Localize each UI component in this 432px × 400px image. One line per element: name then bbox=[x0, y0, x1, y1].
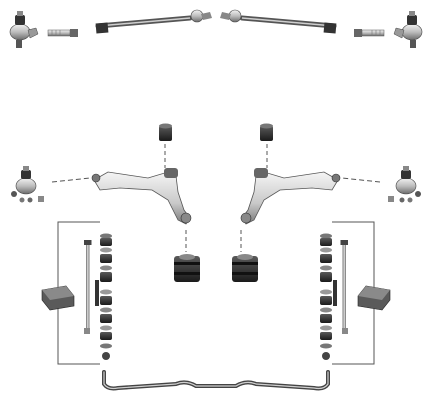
tie-rod-top-left bbox=[95, 9, 212, 34]
control-arm-bushing-large-right bbox=[232, 254, 258, 282]
tie-rod-end-top-right bbox=[354, 29, 385, 37]
control-arm-bushing-top-right bbox=[260, 123, 273, 168]
link-hardware-stack-right bbox=[320, 233, 348, 360]
ball-joint-top-left bbox=[9, 11, 39, 48]
control-arm-bushing-top-left bbox=[159, 123, 172, 168]
sway-bar bbox=[102, 370, 330, 391]
ball-joint-top-right bbox=[393, 11, 423, 48]
sway-bar-bushing-right bbox=[357, 285, 391, 311]
control-arm-right bbox=[240, 168, 341, 225]
ball-joint-middle-right bbox=[341, 166, 421, 203]
control-arm-bushing-large-left bbox=[174, 254, 200, 282]
tie-rod-top-right bbox=[220, 9, 337, 34]
sway-bar-link-kit-right bbox=[320, 221, 391, 365]
tie-rod-end-top-left bbox=[47, 29, 78, 37]
link-hardware-stack-left bbox=[84, 233, 112, 360]
sway-bar-link-kit-left bbox=[41, 221, 112, 365]
ball-joint-middle-left bbox=[11, 166, 91, 203]
sway-bar-bushing-left bbox=[41, 285, 75, 311]
control-arm-left bbox=[91, 168, 192, 225]
